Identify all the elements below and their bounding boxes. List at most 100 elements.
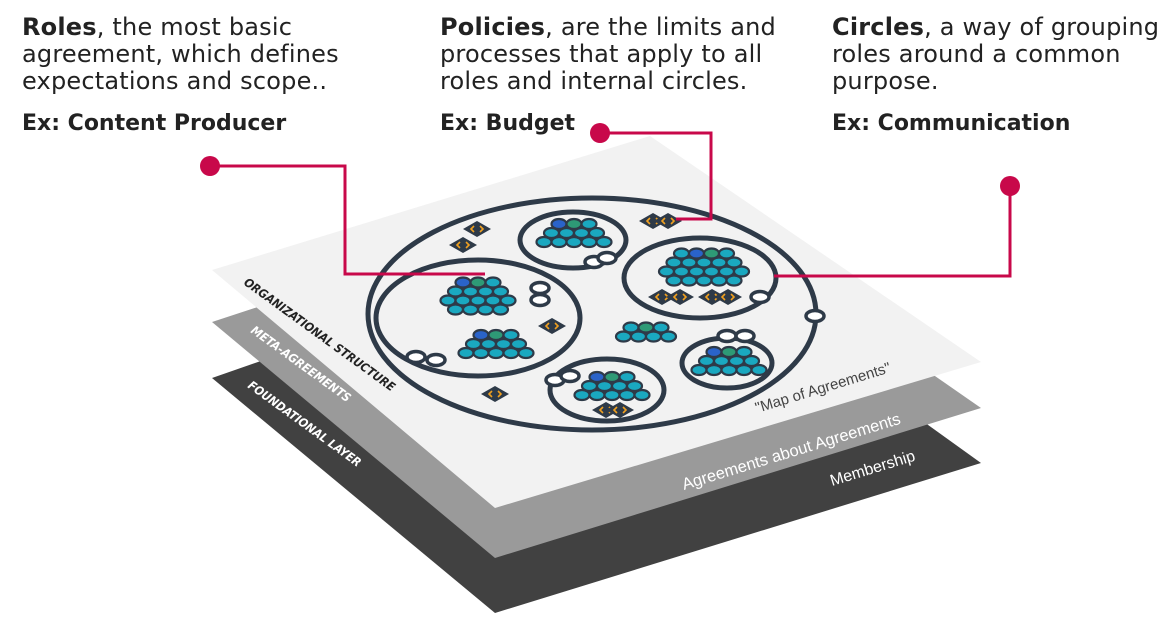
role-dot [603,388,621,402]
policy-diamond-shape [606,402,634,418]
role-clusters [439,217,768,402]
circles-description: Circles, a way of grouping roles around … [832,14,1162,95]
role-dot [629,330,648,343]
policy-chevron-left-icon [598,406,604,414]
role-cluster [457,328,535,360]
role-dot [461,303,480,316]
policy-chevron-left-icon [720,293,726,301]
circle-connector [716,328,738,344]
policy-markers [449,213,742,418]
roles-title: Roles [22,13,97,41]
policy-diamond [714,289,742,305]
policy-diamond [481,386,509,402]
role-dot [580,217,598,231]
policy-diamond-shape [698,289,726,305]
policy-diamond-shape [648,289,676,305]
role-dot [502,328,520,342]
circle-connector [734,328,756,344]
role-dot [550,235,568,249]
policy-diamond-shape [463,221,491,237]
role-dot [659,330,678,343]
circle-connector [596,250,618,266]
circle-connector [559,368,581,384]
policy-diamond-shape [714,289,742,305]
circle-connector [529,280,551,296]
policy-chevron-left-icon [612,406,618,414]
role-dot [705,363,723,377]
role-dot [665,274,683,287]
circles-callout-line [774,186,1012,278]
circles-example: Ex: Communication [832,111,1071,136]
role-dot [502,346,520,360]
policy-chevron-left-icon [660,217,666,225]
role-cluster [535,217,613,249]
role-dot [491,303,510,316]
policy-chevron-left-icon [469,225,475,233]
role-cluster [614,321,678,343]
role-dot [472,346,490,360]
policy-chevron-right-icon [682,293,688,301]
policies-callout-dot [590,123,610,143]
roles-example: Ex: Content Producer [22,111,287,136]
role-dot [484,276,502,289]
role-dot [487,346,505,360]
role-dot [633,388,651,402]
role-dot [614,330,633,343]
policy-diamond [463,221,491,237]
policy-chevron-left-icon [672,293,678,301]
policy-diamond-shape [481,386,509,402]
policy-diamond [449,237,477,253]
role-dot [517,346,535,360]
policy-chevron-right-icon [554,322,560,330]
policy-chevron-left-icon [455,241,461,249]
right-circle [621,235,779,321]
policy-chevron-right-icon [479,225,485,233]
role-dot [509,337,528,351]
role-dot [717,247,736,260]
circle-connector [749,289,771,305]
circle-connector [405,349,427,365]
role-dot [652,321,670,334]
role-cluster [439,276,517,316]
circle-connectors [405,250,826,388]
role-dot [695,274,713,287]
policy-chevron-left-icon [704,293,710,301]
role-dot [732,265,751,278]
policy-chevron-right-icon [670,217,676,225]
role-dot [446,303,465,316]
callout-lines [210,131,1012,278]
role-cluster [573,370,651,402]
roles-callout-dot [200,156,220,176]
role-dot [742,354,761,368]
left-circle [373,257,583,379]
policies-column: Policies, are the limits and processes t… [440,14,785,137]
circle-connector [529,292,551,308]
policies-description: Policies, are the limits and processes t… [440,14,785,95]
role-dot [457,346,475,360]
policies-callout-line [600,131,713,221]
role-dot [750,363,768,377]
policy-diamond [666,289,694,305]
policies-text: , are the limits and processes that appl… [440,13,776,95]
organizational-structure-layer [212,136,981,508]
role-dot [499,294,517,307]
policies-title: Policies [440,13,546,41]
policy-diamond [606,402,634,418]
roles-description: Roles, the most basic agreement, which d… [22,14,402,95]
policy-chevron-right-icon [465,241,471,249]
role-dot [535,235,553,249]
role-dot [690,363,708,377]
policy-chevron-left-icon [544,322,550,330]
role-dot [725,256,743,269]
role-dot [580,235,598,249]
roles-text: , the most basic agreement, which define… [22,13,339,95]
role-cluster [690,345,768,377]
role-dot [476,303,495,316]
policy-diamond [639,213,667,229]
circles-callout-dot [1000,176,1020,196]
policy-chevron-left-icon [654,293,660,301]
circle-connector [804,308,826,324]
policies-example: Ex: Budget [440,111,576,136]
role-dot [618,370,636,384]
